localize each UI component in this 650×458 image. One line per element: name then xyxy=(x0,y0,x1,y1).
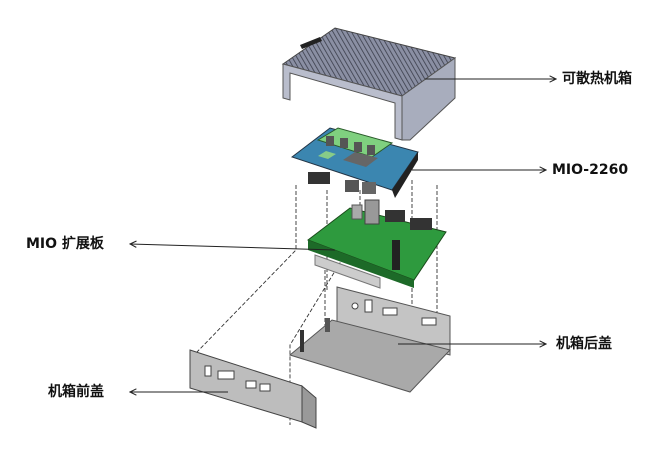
leader-arrows xyxy=(130,79,556,392)
front-cover-drawing xyxy=(189,349,317,429)
label-rear-cover: 机箱后盖 xyxy=(556,336,612,352)
heatsink-case-drawing xyxy=(281,27,457,141)
rear-cover-drawing xyxy=(288,286,451,393)
label-expansion-board: MIO 扩展板 xyxy=(26,236,104,252)
label-front-cover: 机箱前盖 xyxy=(48,384,104,400)
label-heatsink-case: 可散热机箱 xyxy=(562,71,632,87)
mio-2260-board-drawing xyxy=(290,127,419,198)
label-mio-2260: MIO-2260 xyxy=(552,162,629,178)
expansion-board-drawing xyxy=(306,199,447,289)
